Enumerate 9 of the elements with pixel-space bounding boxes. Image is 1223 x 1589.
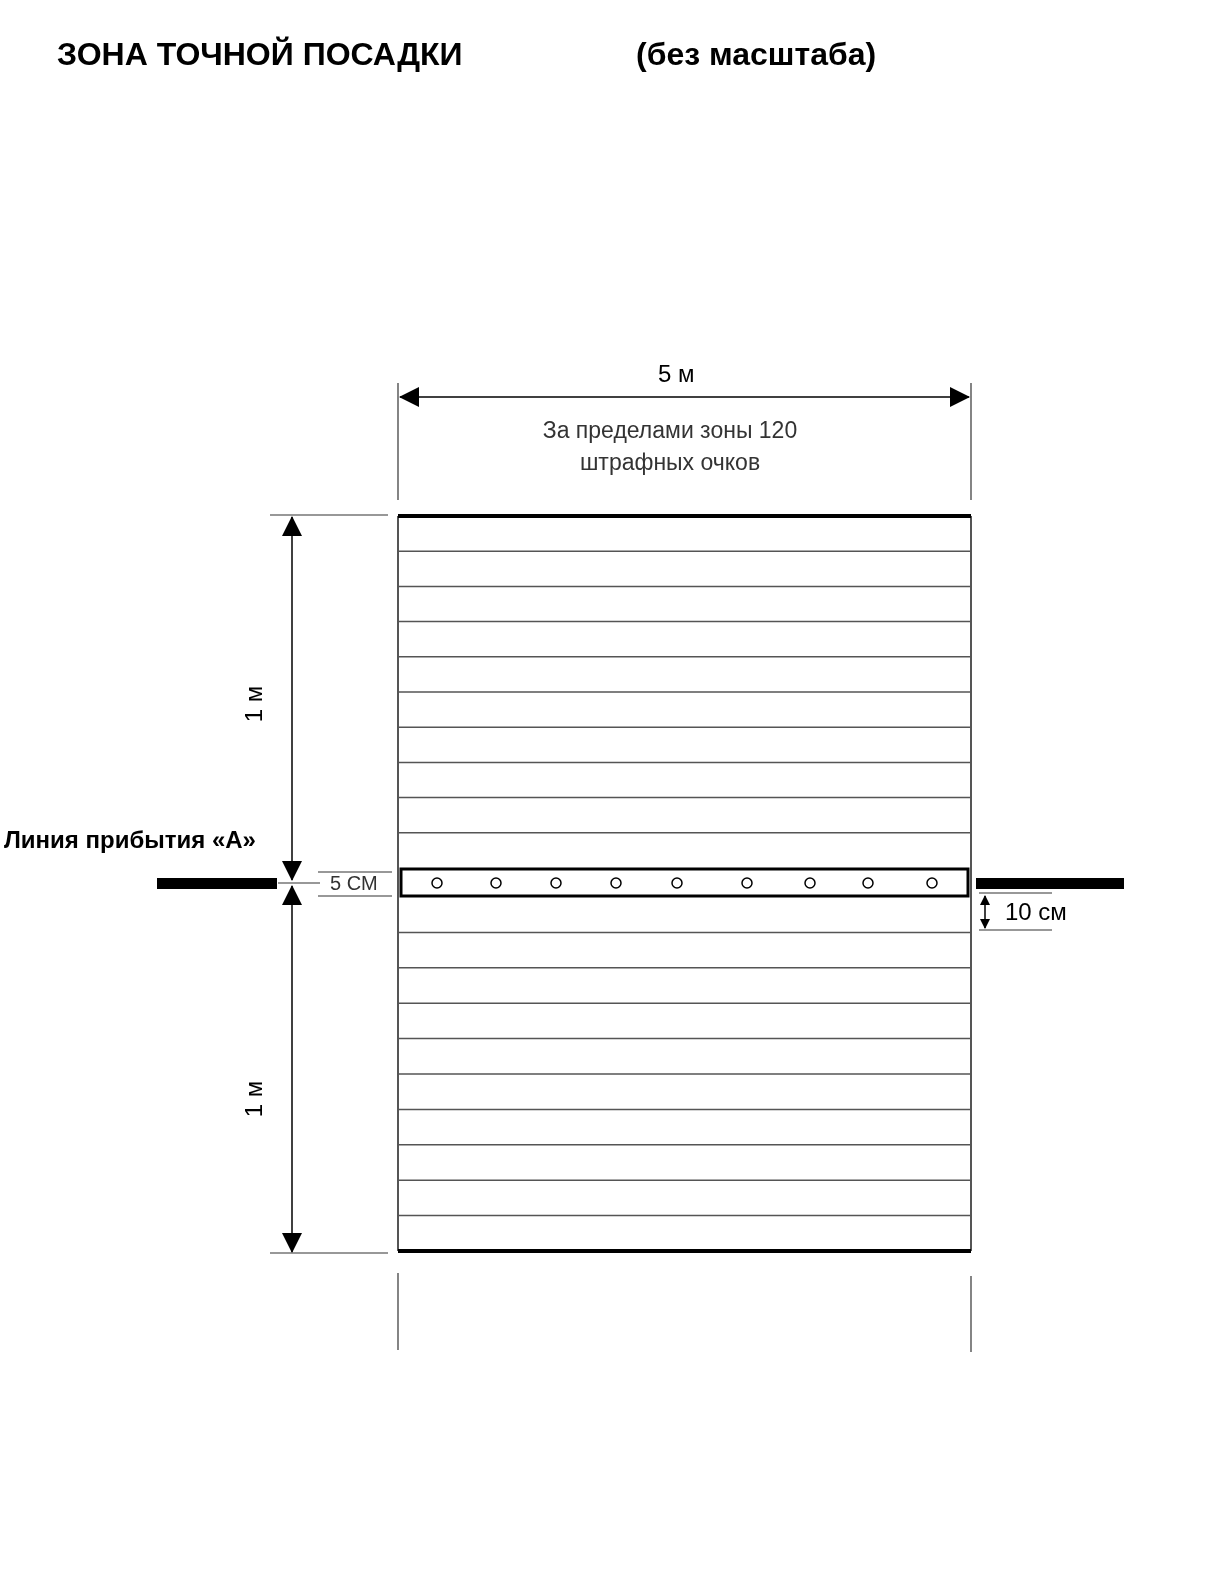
title: ЗОНА ТОЧНОЙ ПОСАДКИ — [57, 36, 463, 73]
dimension-label: 10 см — [1005, 898, 1067, 926]
zone-note: За пределами зоны 120 штрафных очков — [541, 416, 799, 477]
arrival-line-label: Линия прибытия «А» — [4, 826, 256, 854]
note: (без масштаба) — [636, 36, 877, 73]
dimension-label: 5 м — [658, 360, 695, 388]
dimension-label: 1 м — [240, 1080, 269, 1118]
dimension-label: 5 СМ — [330, 872, 378, 895]
dimension-label: 1 м — [240, 685, 269, 723]
